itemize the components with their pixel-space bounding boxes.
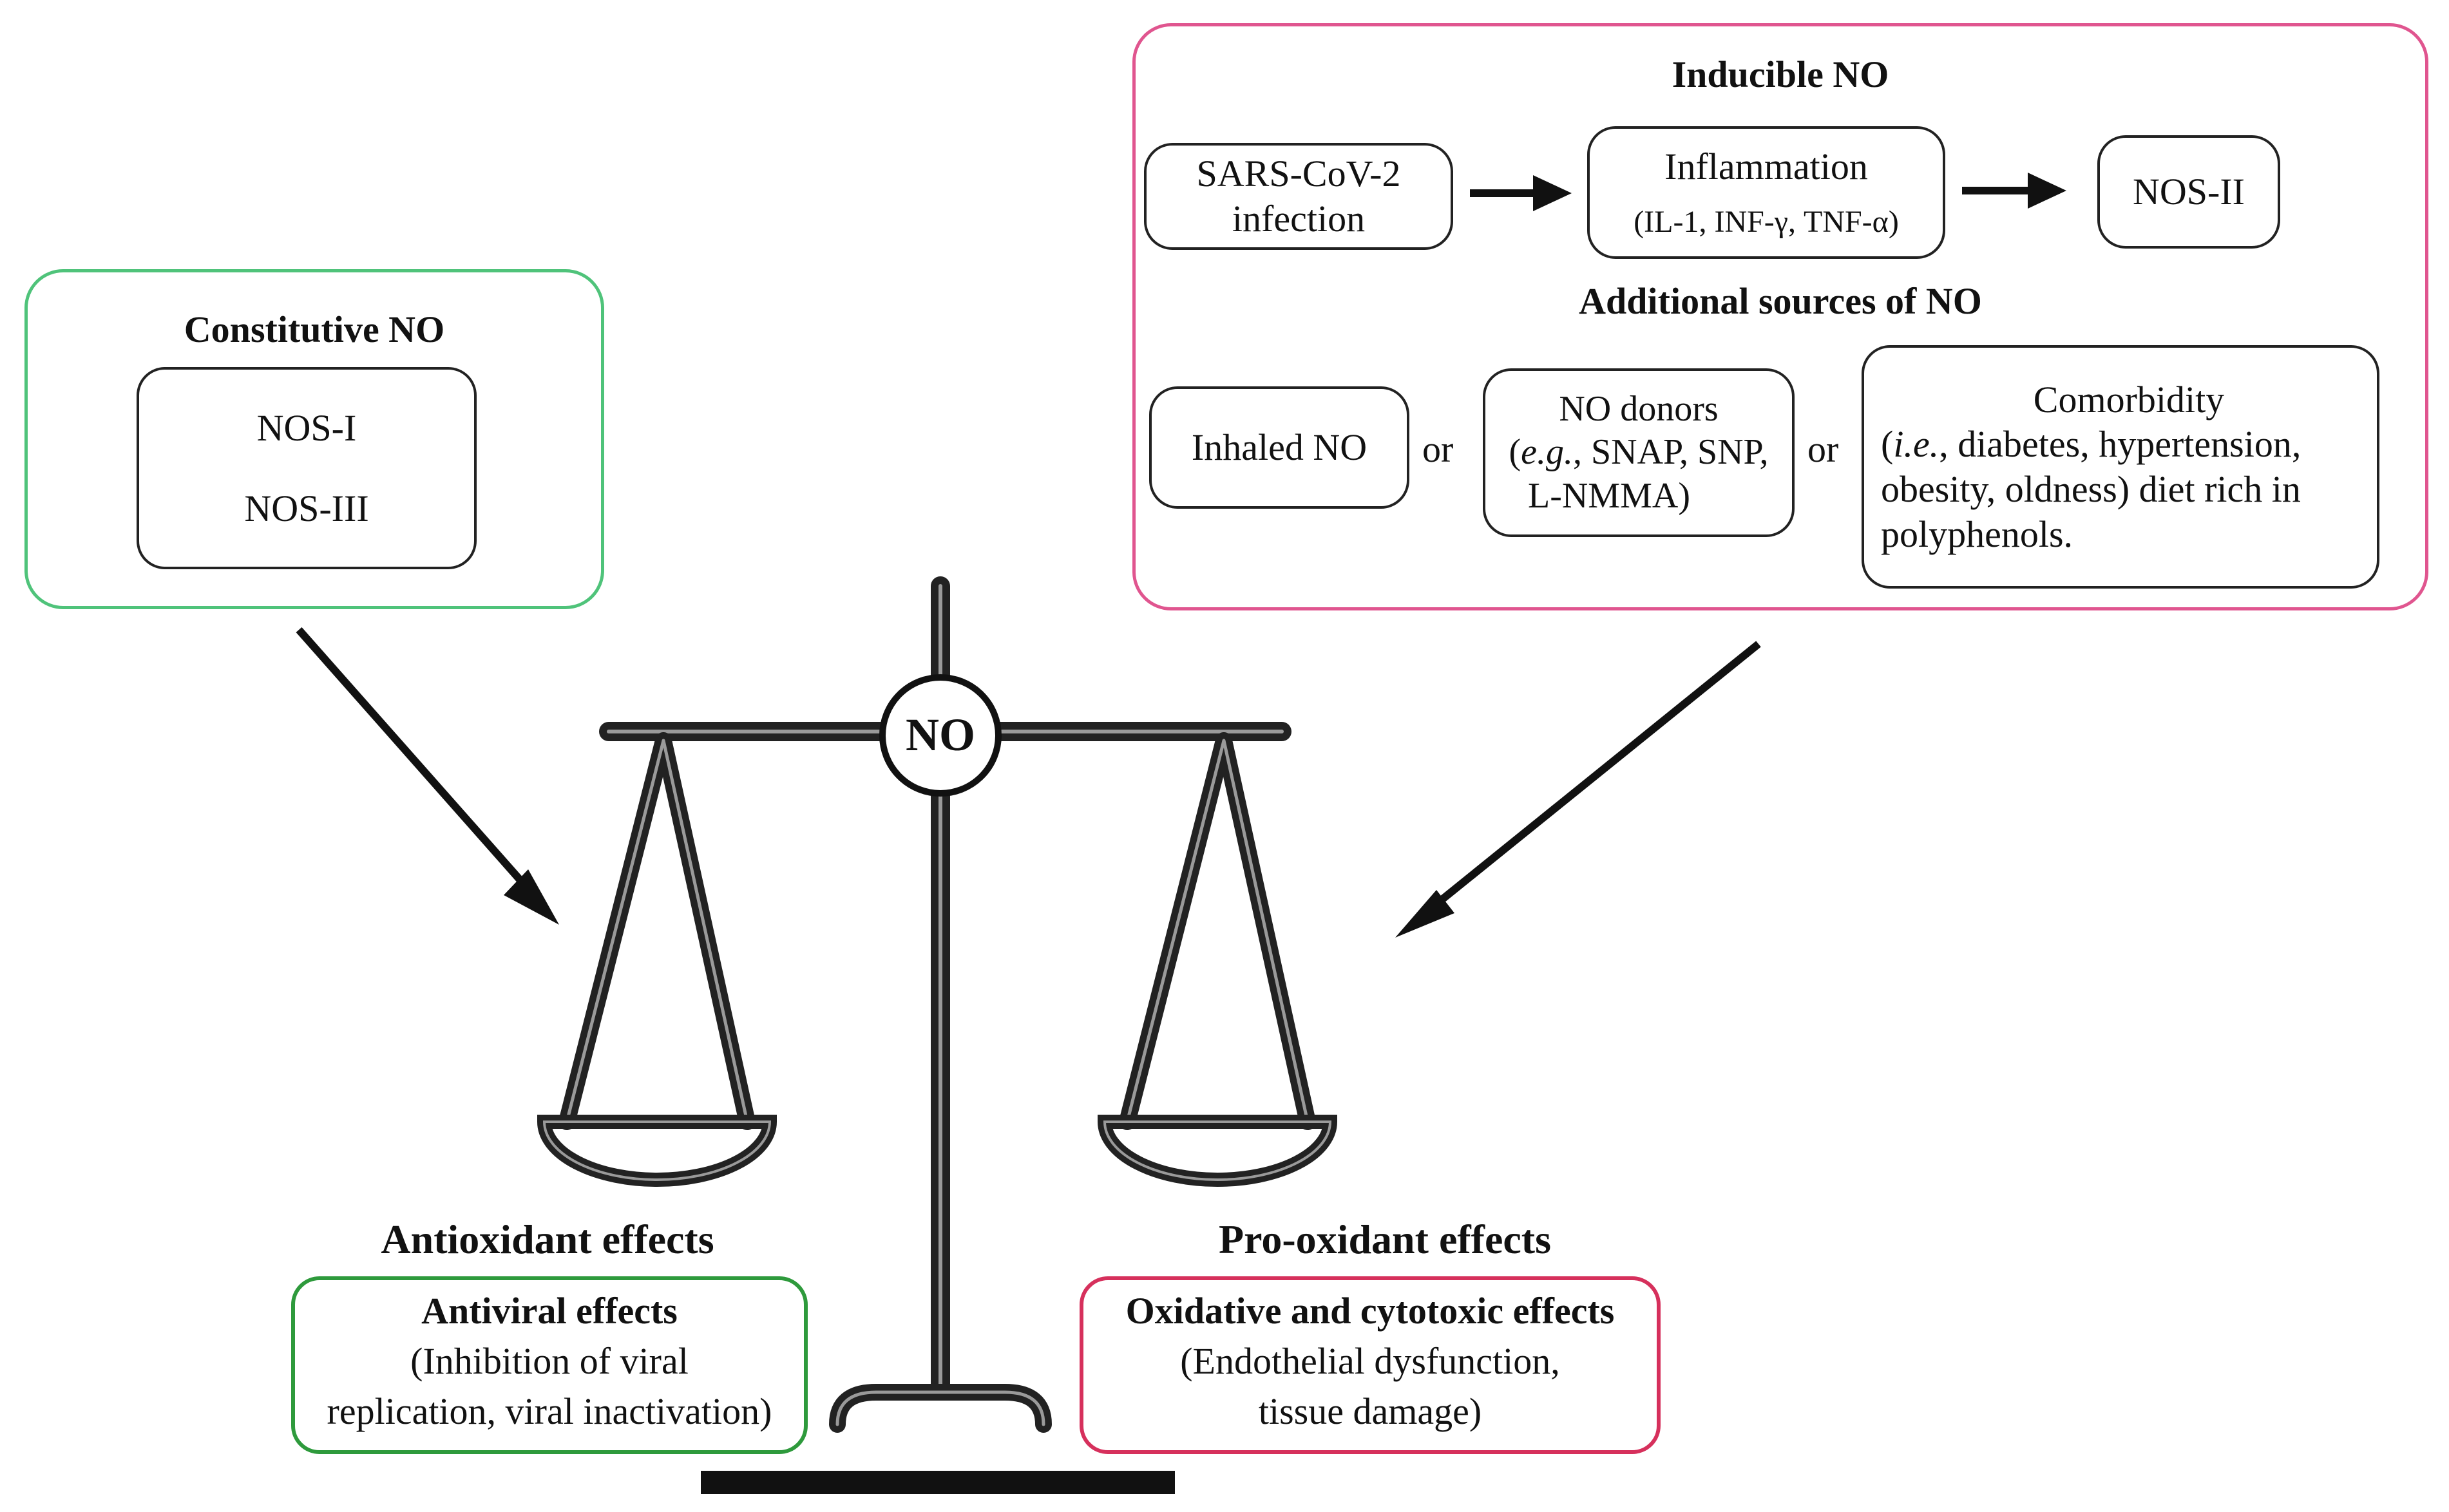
antiviral-effects-title: Antiviral effects: [421, 1290, 678, 1332]
arrow-right-icon: [1962, 173, 2066, 209]
oxidative-effects-line-2: (Endothelial dysfunction,: [1180, 1340, 1560, 1382]
pro-oxidant-effects-heading: Pro-oxidant effects: [1219, 1216, 1551, 1262]
comorbidity-line-4: polyphenols.: [1881, 513, 2073, 555]
sars-cov-2-label: SARS-CoV-2: [1196, 153, 1401, 195]
no-donors-examples-cont: L-NMMA): [1528, 475, 1690, 516]
arrow-diagonal-icon: [1395, 641, 1761, 938]
no-donors-label: NO donors: [1559, 389, 1719, 430]
antiviral-effects-box: [291, 1276, 808, 1454]
infection-label: infection: [1232, 198, 1366, 240]
arrow-right-icon: [1470, 175, 1572, 211]
sars-cov-2-infection-box: SARS-CoV-2 infection: [1144, 143, 1453, 250]
cytokines-label: (IL-1, INF-γ, TNF-α): [1634, 205, 1899, 239]
no-donors-box: NO donors (e.g., SNAP, SNP, L-NMMA): [1483, 368, 1795, 537]
antioxidant-effects-heading: Antioxidant effects: [381, 1216, 714, 1262]
nos-ii-box: NOS-II: [2097, 135, 2280, 249]
arrow-diagonal-icon: [296, 627, 559, 925]
oxidative-effects-title: Oxidative and cytotoxic effects: [1125, 1290, 1615, 1332]
antiviral-effects-line-2: (Inhibition of viral: [410, 1340, 689, 1382]
nos-ii-label: NOS-II: [2133, 171, 2245, 213]
constitutive-no-panel: [24, 269, 604, 609]
or-connector-2: or: [1807, 428, 1839, 470]
balance-center-label: NO: [906, 709, 975, 761]
enzyme-nos-iii: NOS-III: [244, 487, 369, 529]
oxidative-effects-box: [1080, 1276, 1661, 1454]
oxidative-effects-line-3: tissue damage): [1258, 1390, 1482, 1432]
inflammation-label: Inflammation: [1664, 146, 1868, 188]
inflammation-box: Inflammation (IL-1, INF-γ, TNF-α): [1587, 126, 1945, 259]
or-connector-1: or: [1422, 428, 1454, 470]
comorbidity-box: Comorbidity (i.e., diabetes, hypertensio…: [1862, 345, 2379, 589]
inhaled-no-box: Inhaled NO: [1149, 386, 1409, 509]
inducible-no-title: Inducible NO: [1672, 53, 1889, 95]
no-donors-examples: (e.g., SNAP, SNP,: [1509, 432, 1769, 473]
comorbidity-line-3: obesity, oldness) diet rich in: [1881, 468, 2301, 510]
comorbidity-line-2: (i.e., diabetes, hypertension,: [1881, 423, 2301, 466]
enzyme-nos-i: NOS-I: [256, 406, 357, 449]
inducible-no-panel: [1132, 23, 2428, 610]
antiviral-effects-line-3: replication, viral inactivation): [327, 1390, 772, 1432]
comorbidity-title: Comorbidity: [2033, 378, 2225, 421]
nos-i-iii-box: NOS-I NOS-III: [137, 367, 477, 569]
constitutive-no-title: Constitutive NO: [184, 308, 445, 350]
additional-sources-title: Additional sources of NO: [1579, 280, 1982, 322]
inhaled-no-label: Inhaled NO: [1191, 426, 1367, 469]
